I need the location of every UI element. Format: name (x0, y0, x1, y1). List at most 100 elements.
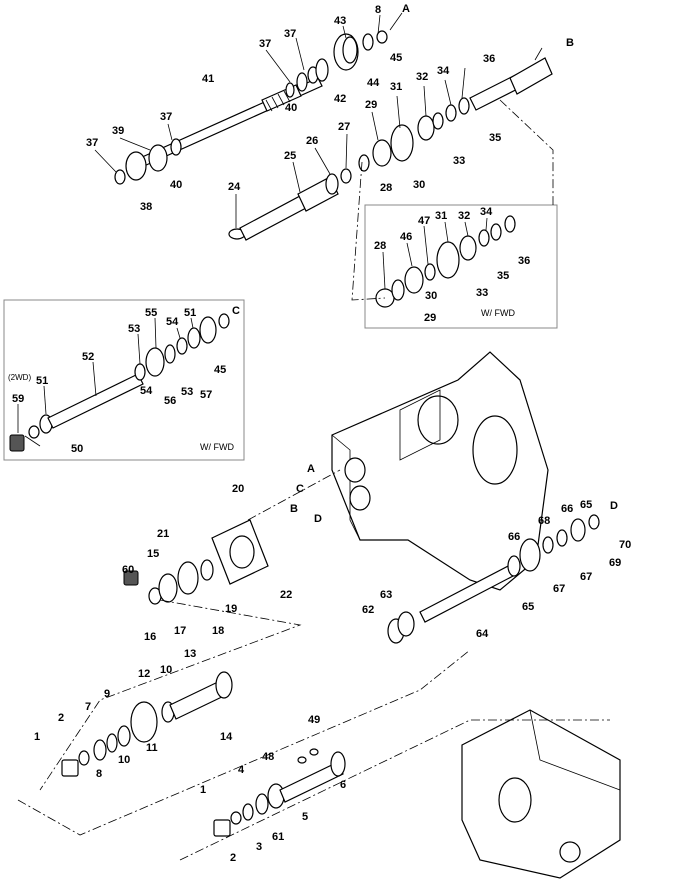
callout-c4: 37 (284, 28, 296, 40)
callout-c68: 65 (580, 499, 592, 511)
rear-housing (461, 709, 621, 879)
callout-c44: C (232, 305, 240, 317)
callout-c12: 36 (483, 53, 495, 65)
callout-c31: 32 (458, 210, 470, 222)
callout-c51: 53 (181, 386, 193, 398)
callout-c57: B (290, 503, 298, 515)
callout-c80: 64 (476, 628, 489, 640)
callout-c52: 57 (200, 389, 212, 401)
left-inset-parts (9, 313, 230, 452)
callout-c25: 26 (306, 135, 318, 147)
callout-c15: 31 (390, 81, 402, 93)
callout-c88: 14 (220, 731, 233, 743)
callout-c60: 21 (157, 528, 169, 540)
callout-c32: 34 (480, 206, 493, 218)
callout-c24: 27 (338, 121, 350, 133)
callout-c79: 62 (362, 604, 374, 616)
callout-c76: 67 (553, 583, 565, 595)
callout-c10: 41 (202, 73, 214, 85)
callout-c78: 63 (380, 589, 392, 601)
callout-c89: 8 (96, 768, 102, 780)
callout-c46: 52 (82, 351, 94, 363)
callout-c100: 2 (230, 852, 236, 864)
callout-c95: 6 (340, 779, 346, 791)
callout-c64: 19 (225, 603, 237, 615)
callout-c21: 37 (86, 137, 98, 149)
callout-c93: 48 (262, 751, 274, 763)
callout-c18: 33 (453, 155, 465, 167)
callout-c26: 25 (284, 150, 296, 162)
callout-c8: 40 (285, 102, 297, 114)
callout-c85: 7 (85, 701, 91, 713)
callout-c63: 22 (280, 589, 292, 601)
callout-c56: C (296, 483, 304, 495)
callout-c23: 38 (140, 201, 152, 213)
front-cover-assembly (123, 519, 269, 605)
callout-c40: 29 (424, 312, 436, 324)
callout-c98: 61 (272, 831, 284, 843)
callout-c49: 54 (140, 385, 153, 397)
callout-c50: 56 (164, 395, 176, 407)
callout-c5: 37 (259, 38, 271, 50)
countershaft-assembly-top (114, 30, 388, 185)
callout-c58: D (314, 513, 322, 525)
fwd-right-inset-parts (375, 215, 516, 308)
callout-c59: 20 (232, 483, 244, 495)
callout-c30: 31 (435, 210, 447, 222)
callout-c94: 4 (238, 764, 245, 776)
callout-c81: 13 (184, 648, 196, 660)
callout-c70: D (610, 500, 618, 512)
callout-c61: 15 (147, 548, 159, 560)
twd-note: (2WD) (8, 373, 31, 382)
callout-c19: 37 (160, 111, 172, 123)
fwd-right-caption: W/ FWD (481, 308, 515, 318)
callout-c84: 9 (104, 688, 110, 700)
callout-c3: 43 (334, 15, 346, 27)
transmission-housing (331, 351, 549, 591)
callout-c6: 45 (390, 52, 402, 64)
callout-c35: 28 (374, 240, 386, 252)
callout-c75: 67 (580, 571, 592, 583)
callout-c73: 70 (619, 539, 631, 551)
fwd-left-caption: W/ FWD (200, 442, 234, 452)
callout-c71: 68 (538, 515, 550, 527)
callout-c65: 16 (144, 631, 156, 643)
lower-left-shaft-assembly (61, 671, 233, 777)
centerlines (17, 99, 610, 861)
callout-c2: A (402, 3, 410, 15)
callout-c17: 35 (489, 132, 501, 144)
callout-c69: 66 (561, 503, 573, 515)
callout-c54: 50 (71, 443, 83, 455)
callout-c55: A (307, 463, 315, 475)
callout-c82: 12 (138, 668, 150, 680)
callout-c41: 55 (145, 307, 157, 319)
callout-c14: 32 (416, 71, 428, 83)
callout-labels: 8 A 43 37 37 45 44 40 42 41 B 36 34 32 3… (12, 3, 631, 864)
callout-c37: 33 (476, 287, 488, 299)
leader-lines (17, 12, 543, 447)
callout-c86: 2 (58, 712, 64, 724)
callout-c45: 53 (128, 323, 140, 335)
callout-c22: 40 (170, 179, 182, 191)
mainshaft-assembly (228, 57, 553, 241)
callout-c90: 10 (118, 754, 130, 766)
callout-c9: 42 (334, 93, 346, 105)
callout-c28: 30 (413, 179, 425, 191)
callout-c29: 24 (228, 181, 241, 193)
callout-c47: 51 (36, 375, 48, 387)
callout-c33: 47 (418, 215, 430, 227)
callout-c62: 60 (122, 564, 134, 576)
callout-c13: 34 (437, 65, 450, 77)
callout-c48: 59 (12, 393, 24, 405)
callout-c34: 46 (400, 231, 412, 243)
callout-c72: 66 (508, 531, 520, 543)
callout-c66: 17 (174, 625, 186, 637)
pto-shaft-assembly (387, 514, 600, 644)
callout-c42: 54 (166, 316, 179, 328)
inset-box-left (3, 299, 245, 461)
callout-c38: 35 (497, 270, 509, 282)
inset-box-fwd-right (364, 204, 558, 329)
callout-c16: 29 (365, 99, 377, 111)
callout-c87: 1 (34, 731, 40, 743)
